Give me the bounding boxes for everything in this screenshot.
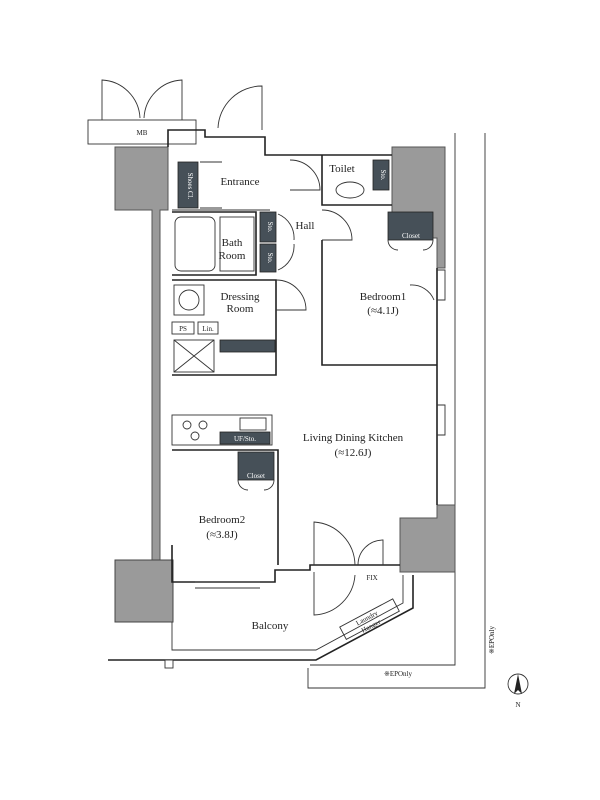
ep-boundary-inner (310, 133, 456, 666)
hall-label: Hall (296, 220, 315, 232)
uf-storage-label: UF/Sto. (234, 435, 256, 443)
balcony-label: Balcony (252, 620, 289, 632)
entrance-door (217, 85, 263, 130)
bath-label: Bath (222, 237, 243, 249)
shoes-closet (177, 161, 199, 209)
stove-burner-2 (198, 420, 208, 430)
hall-storage-2 (259, 243, 277, 273)
bath-basin (219, 216, 255, 272)
balcony-door-left (313, 521, 356, 566)
bathtub (174, 216, 216, 272)
closet1-label: Closet (402, 232, 420, 240)
bath-walls (172, 211, 257, 276)
balcony-door-right (357, 539, 384, 566)
shoes-closet-door (200, 161, 222, 209)
bath-room-label: Room (219, 250, 246, 262)
balcony-drain (164, 659, 174, 669)
bedroom1-label: Bedroom1 (360, 291, 406, 303)
mb-box (87, 119, 197, 145)
mb-doors (101, 79, 183, 120)
bedroom1-size: (≈4.1J) (367, 305, 399, 317)
right-lower-wall (399, 504, 456, 573)
hall-storage-1 (259, 211, 277, 243)
bedroom2-window (195, 581, 260, 589)
north-arrow-icon (507, 673, 529, 695)
lin-box (197, 321, 219, 335)
mb-label: MB (137, 129, 148, 137)
stove-burner-1 (182, 420, 192, 430)
ep-only-right: ※EPOnly (488, 625, 496, 654)
shoes-closet-label: Shoes Cl. (186, 173, 194, 200)
washing-machine (173, 284, 205, 316)
hall-storage-1-label: Sto. (266, 221, 274, 232)
hall-storage-doors (277, 213, 295, 271)
stove-burner-3 (190, 431, 200, 441)
fix-label: FIX (366, 574, 377, 582)
washer-drum (178, 289, 200, 311)
toilet-bowl (335, 181, 365, 199)
living-window (437, 404, 446, 436)
bedroom1-window (409, 269, 446, 301)
refrigerator-cross (173, 339, 215, 373)
dressing-walls (172, 279, 277, 376)
refrigerator-space (173, 339, 215, 373)
toilet-storage-label: Sto. (379, 169, 387, 180)
closet2 (237, 451, 275, 481)
balcony-door-swing (313, 572, 356, 616)
closet2-doors (237, 479, 275, 491)
dressing-vanity (219, 339, 276, 353)
dressing-door (275, 279, 307, 311)
ep-only-bottom: ※EPOnly (384, 670, 413, 678)
bottom-left-pillar (114, 559, 174, 623)
balcony-outline (108, 575, 414, 661)
closet2-label: Closet (247, 472, 265, 480)
bedroom2-walls (172, 449, 279, 565)
toilet-walls (321, 155, 392, 206)
dressing-label: Dressing (220, 291, 260, 303)
left-wall-column (114, 146, 169, 561)
perimeter (167, 129, 392, 156)
ps-label: PS (179, 325, 187, 333)
hall-storage-2-label: Sto. (266, 252, 274, 263)
balcony-inner (171, 575, 404, 651)
ep-boundary-right (307, 133, 486, 689)
living-size: (≈12.6J) (335, 447, 372, 459)
hall-door (321, 209, 353, 241)
right-wall-column (391, 146, 446, 269)
toilet-label: Toilet (329, 163, 355, 175)
closet1-doors (387, 239, 434, 251)
bedroom2-bottom (171, 545, 400, 583)
laundry-hanger (339, 598, 400, 640)
closet1 (387, 211, 434, 241)
ps-box (171, 321, 195, 335)
lin-label: Lin. (202, 325, 214, 333)
bedroom2-label: Bedroom2 (199, 514, 245, 526)
dressing-room-label: Room (227, 303, 254, 315)
bedroom1-walls (321, 240, 437, 366)
sink (239, 417, 267, 431)
bedroom2-size: (≈3.8J) (206, 529, 238, 541)
north-label: N (515, 701, 520, 709)
entrance-label: Entrance (220, 176, 259, 188)
toilet-storage (372, 159, 390, 191)
uf-storage (219, 431, 271, 445)
living-label: Living Dining Kitchen (303, 432, 404, 444)
toilet-door (289, 159, 321, 191)
